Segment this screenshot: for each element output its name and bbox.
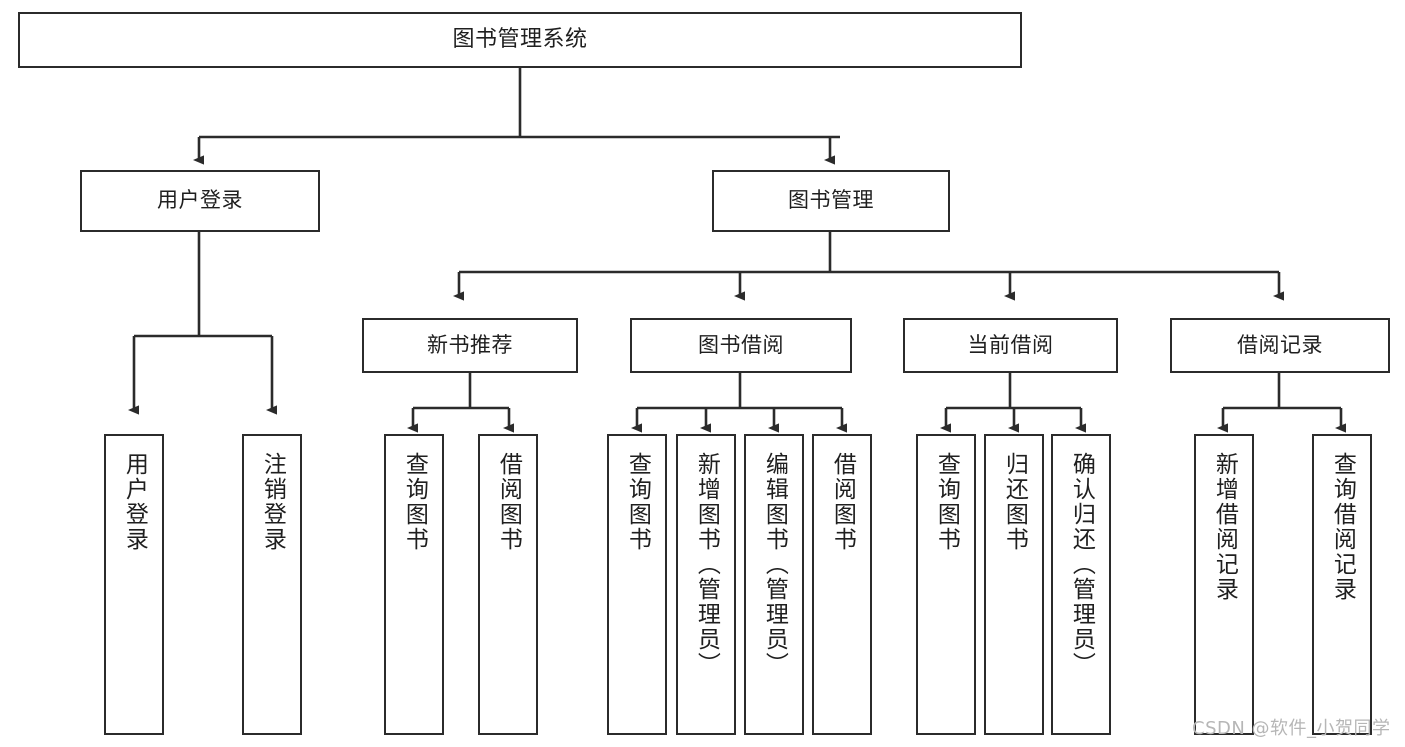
leaf-edit-book-admin[interactable]: 编辑图书（管理员）: [744, 434, 804, 735]
node-label: 编辑图书（管理员）: [761, 452, 788, 677]
leaf-query-book-recommend[interactable]: 查询图书: [384, 434, 444, 735]
leaf-return-book[interactable]: 归还图书: [984, 434, 1044, 735]
node-label: 新增借阅记录: [1211, 452, 1238, 602]
node-label: 查询借阅记录: [1329, 452, 1356, 602]
node-label: 归还图书: [1001, 452, 1028, 552]
node-root-system[interactable]: 图书管理系统: [18, 12, 1022, 68]
leaf-query-book-current[interactable]: 查询图书: [916, 434, 976, 735]
leaf-query-borrow-record[interactable]: 查询借阅记录: [1312, 434, 1372, 735]
node-label: 图书借阅: [698, 332, 784, 357]
node-label: 用户登录: [121, 452, 148, 552]
node-label: 借阅记录: [1237, 332, 1323, 357]
leaf-confirm-return-admin[interactable]: 确认归还（管理员）: [1051, 434, 1111, 735]
node-book-borrow[interactable]: 图书借阅: [630, 318, 852, 373]
leaf-query-book-borrow[interactable]: 查询图书: [607, 434, 667, 735]
node-user-login[interactable]: 用户登录: [80, 170, 320, 232]
node-label: 确认归还（管理员）: [1068, 452, 1095, 677]
node-label: 当前借阅: [967, 332, 1054, 357]
node-label: 图书管理: [788, 188, 874, 213]
leaf-borrow-book[interactable]: 借阅图书: [812, 434, 872, 735]
node-label: 用户登录: [157, 188, 243, 213]
node-label: 查询图书: [401, 452, 428, 552]
leaf-add-book-admin[interactable]: 新增图书（管理员）: [676, 434, 736, 735]
node-book-management[interactable]: 图书管理: [712, 170, 950, 232]
node-borrow-record[interactable]: 借阅记录: [1170, 318, 1390, 373]
node-new-book-recommend[interactable]: 新书推荐: [362, 318, 578, 373]
node-label: 查询图书: [624, 452, 651, 552]
node-label: 借阅图书: [829, 452, 856, 552]
node-label: 借阅图书: [495, 452, 522, 552]
leaf-logout[interactable]: 注销登录: [242, 434, 302, 735]
leaf-user-login[interactable]: 用户登录: [104, 434, 164, 735]
node-label: 图书管理系统: [452, 26, 588, 52]
node-current-borrow[interactable]: 当前借阅: [903, 318, 1118, 373]
node-label: 新增图书（管理员）: [693, 452, 720, 677]
node-label: 新书推荐: [427, 332, 513, 357]
node-label: 注销登录: [259, 452, 286, 552]
leaf-add-borrow-record[interactable]: 新增借阅记录: [1194, 434, 1254, 735]
node-label: 查询图书: [933, 452, 960, 552]
leaf-borrow-book-recommend[interactable]: 借阅图书: [478, 434, 538, 735]
